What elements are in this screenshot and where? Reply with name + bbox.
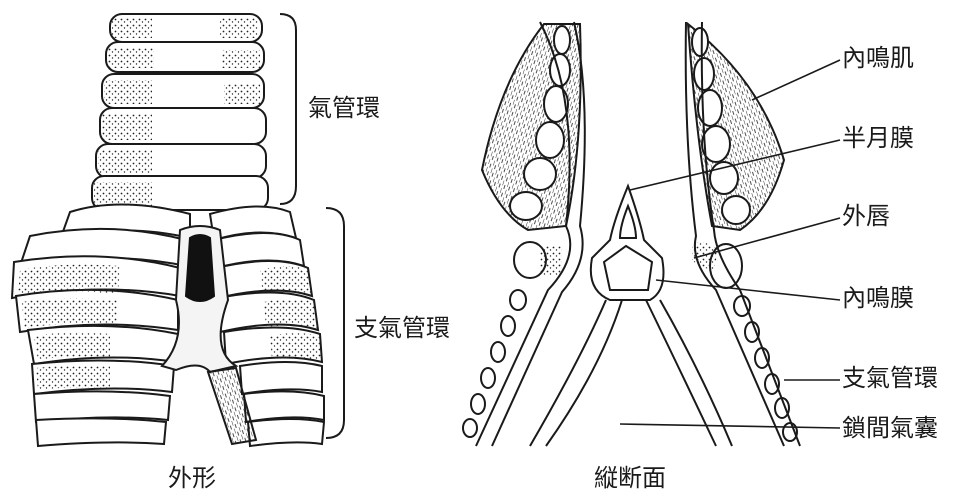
label-internal-syringeal-muscle: 內鳴肌 xyxy=(842,44,914,72)
bronchial-rings-bracket xyxy=(326,208,344,438)
trachea xyxy=(92,14,268,210)
label-tracheal-rings: 氣管環 xyxy=(308,94,380,122)
section-view-drawing xyxy=(463,22,800,446)
external-view-drawing xyxy=(12,14,324,446)
label-external-labium: 外唇 xyxy=(842,202,890,230)
label-bronchial-rings-left: 支氣管環 xyxy=(354,314,450,342)
label-bronchial-rings-right: 支氣管環 xyxy=(842,364,938,392)
left-bronchus xyxy=(12,204,190,446)
label-interclavicular-air-sac: 鎖間氣囊 xyxy=(842,414,938,442)
tracheal-rings-bracket xyxy=(280,14,296,204)
label-internal-tympaniform-membrane: 內鳴膜 xyxy=(842,284,914,312)
caption-longitudinal-section: 縦断面 xyxy=(594,464,666,492)
caption-external-view: 外形 xyxy=(168,464,216,492)
membrane-dark-patch xyxy=(186,235,214,301)
label-semilunar-membrane: 半月膜 xyxy=(842,124,914,152)
